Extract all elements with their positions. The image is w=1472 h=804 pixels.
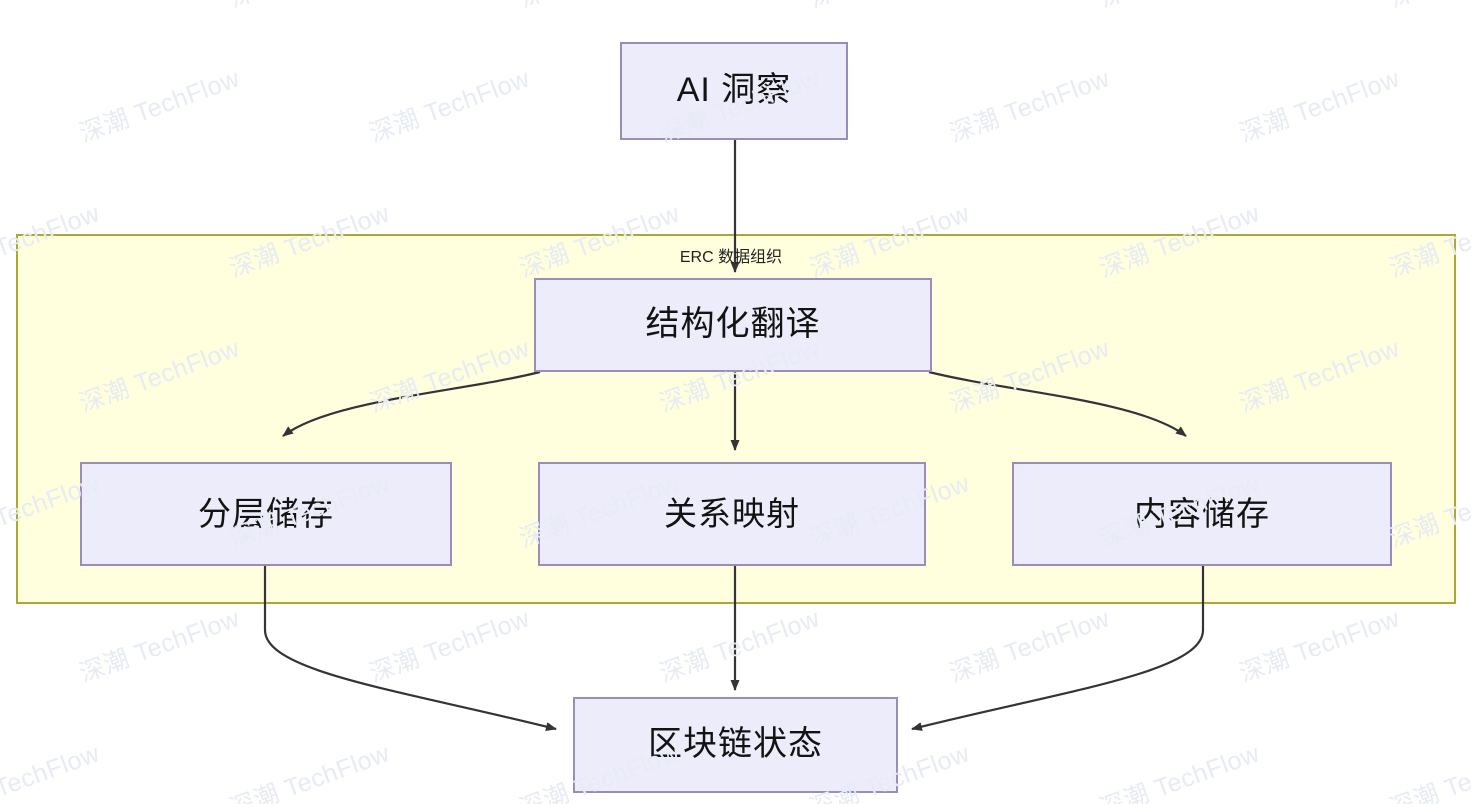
node-content-storage-label: 内容储存	[1134, 494, 1270, 532]
watermark-text: 深潮 TechFlow	[1095, 739, 1264, 804]
node-structured-translation-label: 结构化翻译	[645, 305, 821, 344]
subgraph-label: ERC 数据组织	[679, 249, 783, 266]
node-structured-translation[interactable]: 结构化翻译	[534, 278, 932, 372]
watermark-text: 深潮 TechFlow	[0, 0, 104, 15]
watermark-text: 深潮 TechFlow	[75, 64, 244, 149]
watermark-text: 深潮 TechFlow	[1235, 604, 1404, 689]
watermark-text: 深潮 TechFlow	[1094, 0, 1264, 15]
node-blockchain-state-label: 区块链状态	[648, 725, 823, 764]
watermark-text: 深潮 TechFlow	[1385, 739, 1472, 804]
watermark-text: 深潮 TechFlow	[514, 0, 684, 15]
watermark-text: 深潮 TechFlow	[225, 739, 394, 804]
watermark-text: 深潮 TechFlow	[1384, 0, 1472, 15]
node-content-storage[interactable]: 内容储存	[1012, 462, 1392, 566]
node-layered-storage[interactable]: 分层储存	[80, 462, 452, 566]
watermark-text: 深潮 TechFlow	[224, 0, 394, 15]
watermark-text: 深潮 TechFlow	[365, 604, 534, 689]
node-ai-insight[interactable]: AI 洞察	[620, 42, 848, 140]
watermark-text: 深潮 TechFlow	[365, 64, 534, 149]
node-ai-insight-label: AI 洞察	[676, 71, 792, 110]
watermark-text: 深潮 TechFlow	[804, 0, 974, 15]
watermark-text: 深潮 TechFlow	[0, 739, 104, 804]
watermark-text: 深潮 TechFlow	[945, 604, 1114, 689]
watermark-text: 深潮 TechFlow	[655, 604, 824, 689]
node-relationship-mapping[interactable]: 关系映射	[538, 462, 926, 566]
watermark-text: 深潮 TechFlow	[945, 64, 1114, 149]
node-layered-storage-label: 分层储存	[198, 494, 334, 532]
watermark-text: 深潮 TechFlow	[75, 604, 244, 689]
watermark-text: 深潮 TechFlow	[1235, 64, 1404, 149]
node-relationship-mapping-label: 关系映射	[664, 494, 800, 532]
node-blockchain-state[interactable]: 区块链状态	[573, 697, 898, 793]
